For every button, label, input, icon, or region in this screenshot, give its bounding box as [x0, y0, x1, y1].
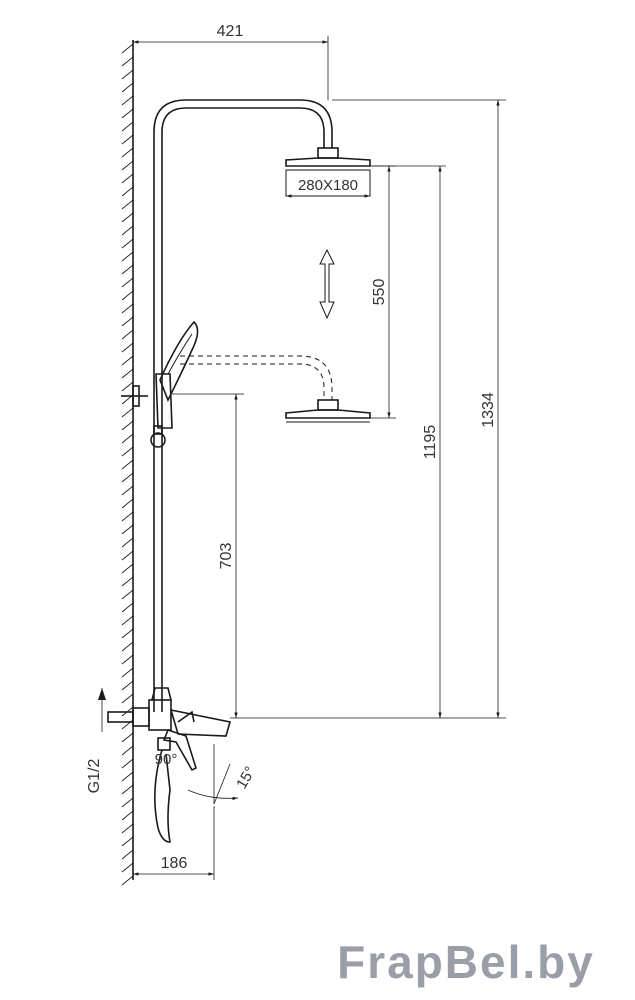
- mixer-body: [107, 687, 232, 843]
- hatch-line: [121, 485, 134, 496]
- hatch-line: [121, 420, 134, 431]
- hatch-line: [121, 589, 134, 600]
- hatch-line: [121, 316, 134, 327]
- dimension-lines: [133, 36, 506, 880]
- wall: [121, 40, 134, 886]
- label-spout-reach: 186: [161, 855, 188, 872]
- hatch-line: [121, 264, 134, 275]
- hatch-line: [121, 459, 134, 470]
- hatch-line: [121, 160, 134, 171]
- hatch-line: [121, 758, 134, 769]
- hatch-line: [121, 251, 134, 262]
- riser-pipe: [153, 99, 333, 712]
- hatch-line: [121, 667, 134, 678]
- label-handle-rotation: 90°: [155, 751, 178, 768]
- hatch-line: [121, 654, 134, 665]
- hatch-line: [121, 134, 134, 145]
- hatch-line: [121, 355, 134, 366]
- hatch-line: [121, 537, 134, 548]
- hatch-line: [121, 862, 134, 873]
- hatch-line: [121, 173, 134, 184]
- hatch-line: [121, 641, 134, 652]
- hatch-line: [121, 693, 134, 704]
- hatch-line: [121, 147, 134, 158]
- hatch-line: [121, 238, 134, 249]
- hatch-line: [121, 69, 134, 80]
- brand-logo: FrapBel.by: [337, 936, 595, 988]
- label-total-height: 1334: [480, 392, 497, 428]
- hatch-line: [121, 381, 134, 392]
- hatch-line: [121, 732, 134, 743]
- label-upper-height: 1195: [422, 425, 439, 460]
- hatch-line: [121, 342, 134, 353]
- hatch-line: [121, 823, 134, 834]
- hatch-line: [121, 628, 134, 639]
- hatch-line: [121, 82, 134, 93]
- hatch-line: [121, 810, 134, 821]
- label-inlet-thread: G1/2: [86, 759, 103, 794]
- hatch-line: [121, 680, 134, 691]
- hatch-line: [121, 576, 134, 587]
- hatch-line: [121, 329, 134, 340]
- inlet-marker: [98, 688, 106, 732]
- hatch-line: [121, 784, 134, 795]
- hatch-line: [121, 472, 134, 483]
- hatch-line: [121, 186, 134, 197]
- label-arm-reach: 421: [217, 23, 244, 40]
- label-head-size: 280X180: [298, 177, 358, 194]
- hatch-line: [121, 550, 134, 561]
- hatch-line: [121, 121, 134, 132]
- hatch-line: [121, 212, 134, 223]
- hatch-line: [121, 407, 134, 418]
- hatch-line: [121, 836, 134, 847]
- hatch-line: [121, 602, 134, 613]
- hatch-line: [121, 511, 134, 522]
- hatch-line: [121, 797, 134, 808]
- hatch-line: [121, 433, 134, 444]
- hatch-line: [121, 563, 134, 574]
- hatch-line: [121, 199, 134, 210]
- hatch-line: [121, 498, 134, 509]
- hatch-line: [121, 875, 134, 886]
- hatch-line: [121, 290, 134, 301]
- hatch-line: [121, 849, 134, 860]
- label-lower-height: 703: [218, 543, 235, 570]
- angle-marks: [187, 744, 239, 805]
- hatch-line: [121, 225, 134, 236]
- hatch-line: [121, 43, 134, 54]
- hatch-line: [121, 277, 134, 288]
- hatch-line: [121, 771, 134, 782]
- wall-hatching: [121, 43, 134, 886]
- adjust-arrow-icon: [319, 248, 335, 320]
- hatch-line: [121, 368, 134, 379]
- hatch-line: [121, 303, 134, 314]
- hatch-line: [121, 95, 134, 106]
- hatch-line: [121, 615, 134, 626]
- slide-bracket: [121, 385, 166, 448]
- hatch-line: [121, 108, 134, 119]
- lower-shower-position: [180, 355, 371, 423]
- label-adjust-range: 550: [371, 279, 388, 306]
- hatch-line: [121, 524, 134, 535]
- label-spout-tilt: 15°: [233, 764, 259, 792]
- hand-shower: [155, 320, 199, 429]
- hatch-line: [121, 745, 134, 756]
- hatch-line: [121, 56, 134, 67]
- hatch-line: [121, 446, 134, 457]
